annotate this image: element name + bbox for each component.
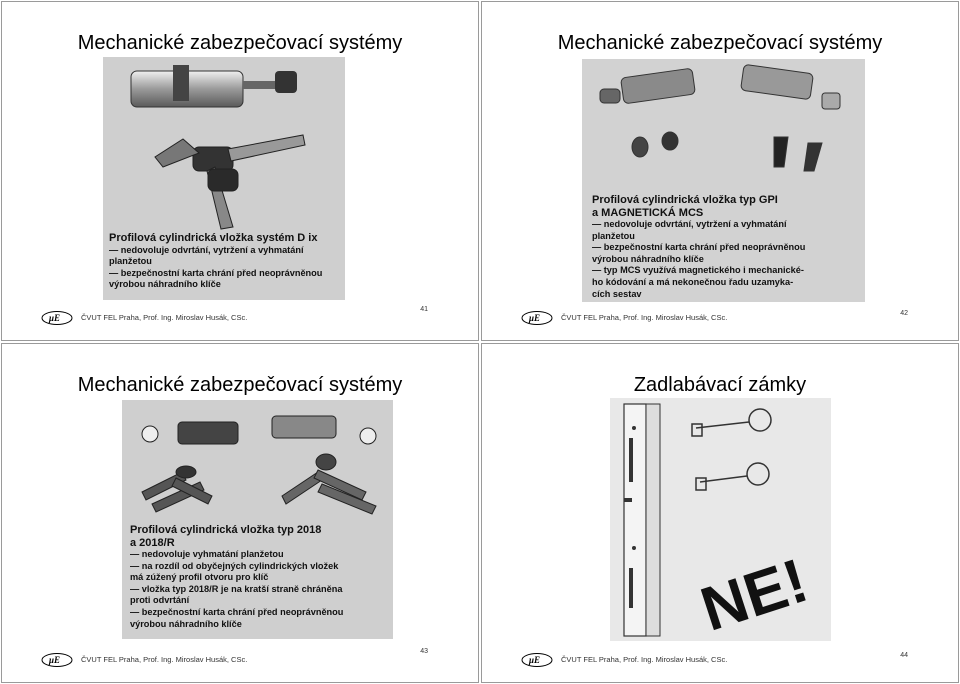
caption-line: cích sestav <box>592 288 642 299</box>
footer-text: ČVUT FEL Praha, Prof. Ing. Miroslav Husá… <box>81 655 248 664</box>
page-number: 44 <box>900 652 908 659</box>
footer-text: ČVUT FEL Praha, Prof. Ing. Miroslav Husá… <box>81 313 248 322</box>
caption-line: — nedovoluje odvrtání, vytržení a vyhmat… <box>592 219 787 229</box>
cylinder-lock-photo: Profilová cylindrická vložka typ GPI a M… <box>582 59 865 302</box>
cylinder-keys-illustration <box>122 400 393 639</box>
caption-line: výrobou náhradního klíče <box>592 253 704 264</box>
caption-line: — nedovoluje odvrtání, vytržení a vyhmat… <box>109 244 304 255</box>
caption-title: Profilová cylindrická vložka typ GPI <box>592 194 778 206</box>
footer-text: ČVUT FEL Praha, Prof. Ing. Miroslav Husá… <box>561 655 728 664</box>
fel-logo-icon: μE <box>41 311 73 325</box>
cylinder-lock-photo: Profilová cylindrická vložka systém D ix… <box>103 57 345 300</box>
caption-title: Profilová cylindrická vložka systém D ix <box>109 232 318 244</box>
fel-logo-icon: μE <box>41 653 73 667</box>
photo-caption: Profilová cylindrická vložka typ 2018 a … <box>130 524 390 630</box>
caption-line: výrobou náhradního klíče <box>130 618 242 629</box>
caption-line: planžetou <box>592 230 635 241</box>
caption-line: — nedovoluje vyhmatání planžetou <box>130 549 284 559</box>
photo-caption: Profilová cylindrická vložka systém D ix… <box>109 232 341 291</box>
cylinder-keys-illustration <box>103 57 345 300</box>
slide-43[interactable]: Mechanické zabezpečovací systémy <box>1 343 479 683</box>
svg-text:μE: μE <box>528 313 540 323</box>
page-number: 41 <box>420 306 428 313</box>
caption-line: — vložka typ 2018/R je na kratší straně … <box>130 583 343 594</box>
page-number: 43 <box>420 648 428 655</box>
photo-caption: Profilová cylindrická vložka typ GPI a M… <box>592 194 862 300</box>
caption-line: planžetou <box>109 256 152 267</box>
caption-title: Profilová cylindrická vložka typ 2018 <box>130 524 322 536</box>
svg-text:μE: μE <box>528 655 540 665</box>
slide-44[interactable]: Zadlabávací zámky NE! <box>481 343 959 683</box>
slide-41[interactable]: Mechanické zabezpečovací systémy <box>1 1 479 341</box>
slide-title: Zadlabávací zámky <box>633 374 807 396</box>
cylinder-lock-photo: Profilová cylindrická vložka typ 2018 a … <box>122 400 393 639</box>
caption-line: — bezpečnostní karta chrání před neopráv… <box>109 267 323 278</box>
slide-footer: μE ČVUT FEL Praha, Prof. Ing. Miroslav H… <box>2 648 478 668</box>
slide-title: Mechanické zabezpečovací systémy <box>77 374 403 396</box>
caption-line: — typ MCS využívá magnetického i mechani… <box>592 265 804 276</box>
caption-line: proti odvrtání <box>130 595 190 606</box>
slide-42[interactable]: Mechanické zabezpečovací systémy Profilo… <box>481 1 959 341</box>
svg-text:μE: μE <box>48 313 60 323</box>
page-number: 42 <box>900 310 908 317</box>
caption-line: — na rozdíl od obyčejných cylindrických … <box>130 560 339 571</box>
slide-title: Mechanické zabezpečovací systémy <box>557 32 883 54</box>
caption-line: ho kódování a má nekonečnou řadu uzamyka… <box>592 276 794 287</box>
caption-line: výrobou náhradního klíče <box>109 279 221 290</box>
footer-text: ČVUT FEL Praha, Prof. Ing. Miroslav Husá… <box>561 313 728 322</box>
cylinder-keys-illustration <box>582 59 865 302</box>
caption-title-line2: a MAGNETICKÁ MCS <box>592 206 704 219</box>
slide-footer: μE ČVUT FEL Praha, Prof. Ing. Miroslav H… <box>482 648 958 668</box>
caption-line: — bezpečnostní karta chrání před neopráv… <box>592 242 806 253</box>
slide-footer: μE ČVUT FEL Praha, Prof. Ing. Miroslav H… <box>2 306 478 326</box>
caption-line: — bezpečnostní karta chrání před neopráv… <box>130 606 344 617</box>
svg-text:μE: μE <box>48 655 60 665</box>
fel-logo-icon: μE <box>521 653 553 667</box>
slide-footer: μE ČVUT FEL Praha, Prof. Ing. Miroslav H… <box>482 306 958 326</box>
mortise-lock-photo: NE! <box>610 398 831 641</box>
slide-title: Mechanické zabezpečovací systémy <box>77 32 403 54</box>
caption-title-line2: a 2018/R <box>130 536 175 549</box>
mortise-lock-illustration: NE! <box>610 398 831 641</box>
caption-line: má zúžený profil otvoru pro klíč <box>130 572 269 583</box>
fel-logo-icon: μE <box>521 311 553 325</box>
